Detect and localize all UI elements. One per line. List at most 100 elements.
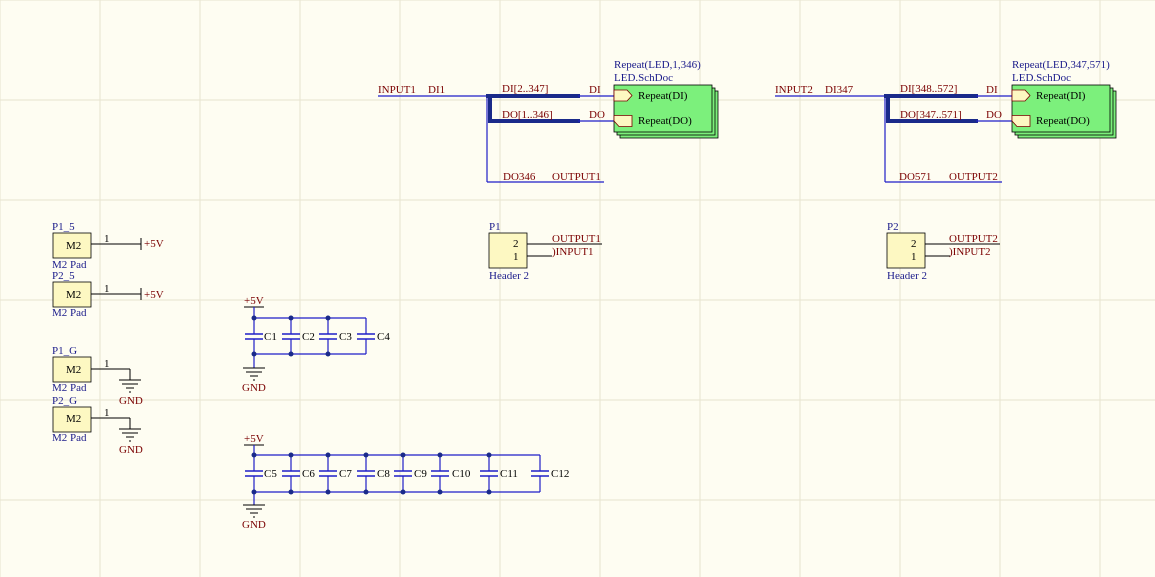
- net-output2: OUTPUT2: [949, 233, 998, 245]
- bus-label-di: DI[348..572]: [900, 83, 957, 95]
- net-input1: INPUT1: [378, 84, 416, 96]
- net-output1: OUTPUT1: [552, 233, 601, 245]
- port-do-icon: [1011, 115, 1031, 127]
- junction-dots: [251, 452, 492, 495]
- pin-number: 2: [513, 238, 519, 250]
- capacitor[interactable]: C10: [431, 455, 471, 492]
- ground-icon: [119, 428, 141, 442]
- ground-label: GND: [242, 519, 266, 531]
- cap-designator: C12: [551, 468, 569, 480]
- pad-designator: P2_5: [52, 270, 75, 282]
- pad-p1-5[interactable]: P1_5 M2 1 +5V M2 Pad: [52, 221, 164, 271]
- cap-designator: C10: [452, 468, 471, 480]
- net-input2: )INPUT2: [949, 246, 991, 258]
- pad-p2-g[interactable]: P2_G M2 1 GND M2 Pad: [52, 395, 143, 456]
- cap-designator: C11: [500, 468, 518, 480]
- pin-number: 1: [513, 251, 519, 263]
- cap-designator: C7: [339, 468, 352, 480]
- ground-icon: [243, 367, 265, 381]
- pad-comment: M2 Pad: [52, 432, 87, 444]
- capacitor[interactable]: C12: [531, 455, 569, 492]
- net-do346: DO346: [503, 171, 536, 183]
- pin-number: 1: [104, 283, 110, 295]
- ground-icon: [119, 379, 141, 393]
- cap-designator: C9: [414, 468, 427, 480]
- ground-icon: [243, 504, 265, 518]
- pad-comment: M2 Pad: [52, 307, 87, 319]
- net-do: DO: [589, 109, 605, 121]
- net-di347: DI347: [825, 84, 854, 96]
- pin-number: 1: [104, 407, 110, 419]
- pad-body: M2: [66, 289, 81, 301]
- pad-designator: P1_G: [52, 345, 77, 357]
- cap-designator: C4: [377, 331, 390, 343]
- net-input2: INPUT2: [775, 84, 813, 96]
- cap-designator: C6: [302, 468, 315, 480]
- pad-p1-g[interactable]: P1_G M2 1 GND M2 Pad: [52, 345, 143, 407]
- port-do-label: Repeat(DO): [1036, 115, 1090, 127]
- net-di: DI: [986, 84, 998, 96]
- decoupling-caps-2[interactable]: +5V GND C5 C6: [242, 433, 569, 531]
- pad-body: M2: [66, 240, 81, 252]
- sheet-title: Repeat(LED,347,571): [1012, 59, 1110, 71]
- bus-label-do: DO[1..346]: [502, 109, 553, 121]
- pad-designator: P2_G: [52, 395, 77, 407]
- junction-dots: [251, 315, 331, 357]
- power-label: +5V: [244, 433, 264, 445]
- net-di1: DI1: [428, 84, 445, 96]
- net-di: DI: [589, 84, 601, 96]
- header-comment: Header 2: [887, 270, 927, 282]
- ground-label: GND: [119, 395, 143, 407]
- capacitor[interactable]: C3: [319, 318, 352, 354]
- power-label: +5V: [244, 295, 264, 307]
- net-input1: )INPUT1: [552, 246, 594, 258]
- capacitor[interactable]: C5: [245, 455, 277, 492]
- designator-p1: P1: [489, 221, 501, 233]
- port-di-icon: [613, 89, 633, 102]
- port-di-label: Repeat(DI): [638, 90, 688, 102]
- bus-label-do: DO[347..571]: [900, 109, 962, 121]
- ground-label: GND: [242, 382, 266, 394]
- pad-p2-5[interactable]: P2_5 M2 1 +5V M2 Pad: [52, 270, 164, 319]
- pad-comment: M2 Pad: [52, 382, 87, 394]
- pin-number: 2: [911, 238, 917, 250]
- capacitor[interactable]: C4: [357, 318, 390, 354]
- net-do: DO: [986, 109, 1002, 121]
- pad-designator: P1_5: [52, 221, 75, 233]
- capacitor[interactable]: C2: [282, 318, 315, 354]
- power-label: +5V: [144, 238, 164, 250]
- sheet-symbol-1[interactable]: INPUT1 DI1 DO346 OUTPUT1 DI[2..347] DO[1…: [378, 59, 719, 183]
- decoupling-caps-1[interactable]: +5V GND C1 C2: [242, 295, 390, 394]
- net-output2: OUTPUT2: [949, 171, 998, 183]
- pad-comment: M2 Pad: [52, 259, 87, 271]
- sheet-file: LED.SchDoc: [614, 72, 673, 84]
- net-output1: OUTPUT1: [552, 171, 601, 183]
- cap-designator: C5: [264, 468, 277, 480]
- port-do-icon: [613, 115, 633, 127]
- pad-body: M2: [66, 413, 81, 425]
- capacitor[interactable]: C9: [394, 455, 427, 492]
- sheet-file: LED.SchDoc: [1012, 72, 1071, 84]
- port-di-label: Repeat(DI): [1036, 90, 1086, 102]
- cap-designator: C8: [377, 468, 390, 480]
- sheet-symbol-2[interactable]: INPUT2 DI347 DO571 OUTPUT2 DI[348..572] …: [775, 59, 1117, 183]
- pad-body: M2: [66, 364, 81, 376]
- port-do-label: Repeat(DO): [638, 115, 692, 127]
- capacitor[interactable]: C7: [319, 455, 352, 492]
- capacitor[interactable]: C8: [357, 455, 390, 492]
- pin-number: 1: [911, 251, 917, 263]
- capacitor[interactable]: C1: [245, 318, 277, 354]
- cap-designator: C2: [302, 331, 315, 343]
- bus-label-di: DI[2..347]: [502, 83, 548, 95]
- header-p2[interactable]: P2 2 1 OUTPUT2 )INPUT2 Header 2: [886, 221, 1000, 282]
- header-comment: Header 2: [489, 270, 529, 282]
- ground-label: GND: [119, 444, 143, 456]
- capacitor[interactable]: C11: [480, 455, 518, 492]
- designator-p2: P2: [887, 221, 899, 233]
- header-p1[interactable]: P1 2 1 OUTPUT1 )INPUT1 Header 2: [488, 221, 602, 282]
- sheet-title: Repeat(LED,1,346): [614, 59, 701, 71]
- capacitor[interactable]: C6: [282, 455, 315, 492]
- net-do571: DO571: [899, 171, 931, 183]
